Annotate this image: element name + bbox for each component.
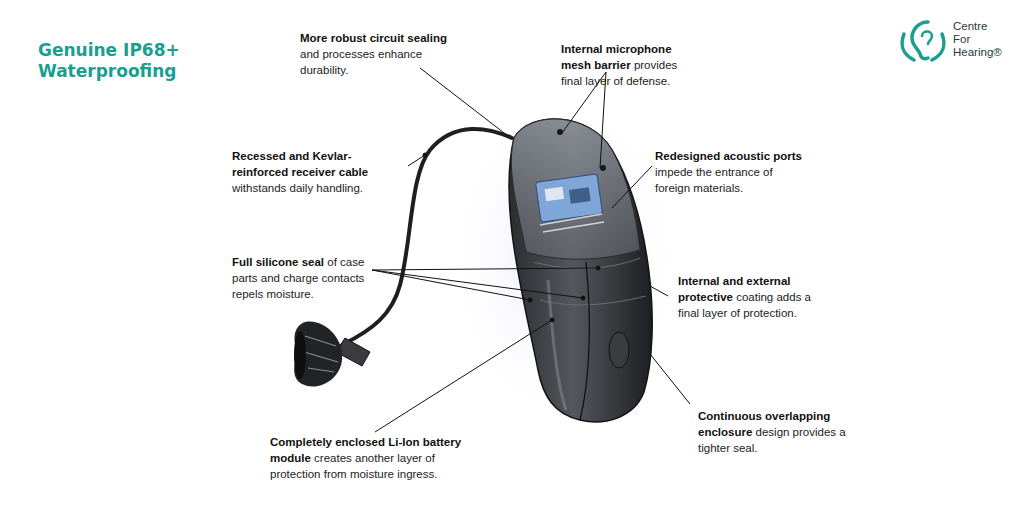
callout-heading: Redesigned acoustic ports — [655, 150, 802, 162]
ear-symbol — [912, 22, 928, 59]
leader-dot — [423, 153, 427, 157]
leader-line — [612, 166, 652, 208]
body-highlight — [548, 280, 566, 410]
hand-symbol — [932, 34, 944, 60]
leader-dot — [550, 318, 554, 322]
microphone-port — [600, 165, 606, 171]
leader-line — [372, 270, 583, 298]
leader-line — [650, 286, 668, 296]
callout-text: Recessed and Kevlar-reinforced receiver … — [232, 148, 382, 196]
callout-text: Internal and external protective coating… — [678, 273, 828, 321]
callout-heading: More robust circuit sealing — [300, 32, 447, 44]
ear-symbol — [922, 32, 932, 45]
circuit-board — [536, 174, 604, 232]
callout-body: withstands daily handling. — [232, 182, 363, 194]
hand-symbol — [902, 34, 914, 60]
ear-dome — [294, 322, 342, 387]
push-button — [609, 332, 629, 368]
circuit-trace — [540, 214, 604, 232]
chip — [545, 187, 564, 201]
hearing-aid-body — [509, 119, 652, 422]
logo-text: Centre For Hearing® — [953, 20, 1005, 59]
dome-detail — [304, 336, 338, 372]
leader-line — [375, 320, 552, 432]
callout-heading: Recessed and Kevlar-reinforced receiver … — [232, 150, 368, 178]
callout-body: impede the entrance of foreign materials… — [655, 166, 773, 194]
chip — [569, 187, 591, 204]
leader-line — [650, 354, 690, 404]
pcb — [536, 174, 603, 222]
receiver-cable — [342, 129, 512, 345]
leader-line — [408, 155, 425, 166]
leader-dot — [581, 296, 585, 300]
leader-line — [420, 68, 508, 136]
callout-heading: Full silicone seal — [232, 256, 324, 268]
callout-text: Completely enclosed Li-Ion battery modul… — [270, 434, 475, 482]
diagram-title: Genuine IP68+ Waterproofing — [38, 40, 238, 82]
background-glow — [445, 90, 685, 430]
callout-text: Redesigned acoustic ports impede the ent… — [655, 148, 810, 196]
callout-text: Internal microphone mesh barrier provide… — [561, 41, 693, 89]
callout-body: and processes enhance durability. — [300, 48, 422, 76]
leader-dot — [528, 298, 532, 302]
leader-dot — [596, 266, 600, 270]
transparent-upper-shell — [511, 119, 640, 259]
callout-text: Full silicone seal of case parts and cha… — [232, 254, 382, 302]
leader-lines — [372, 68, 690, 432]
logo-icon — [902, 22, 944, 60]
dome-rim — [294, 331, 306, 379]
enclosure-seam — [580, 262, 589, 420]
microphone-port — [557, 129, 563, 135]
callout-text: More robust circuit sealing and processe… — [300, 30, 455, 78]
callout-text: Continuous overlapping enclosure design … — [698, 408, 850, 456]
leader-line — [372, 268, 598, 270]
dome-shell — [294, 322, 342, 387]
leader-line — [372, 270, 530, 300]
